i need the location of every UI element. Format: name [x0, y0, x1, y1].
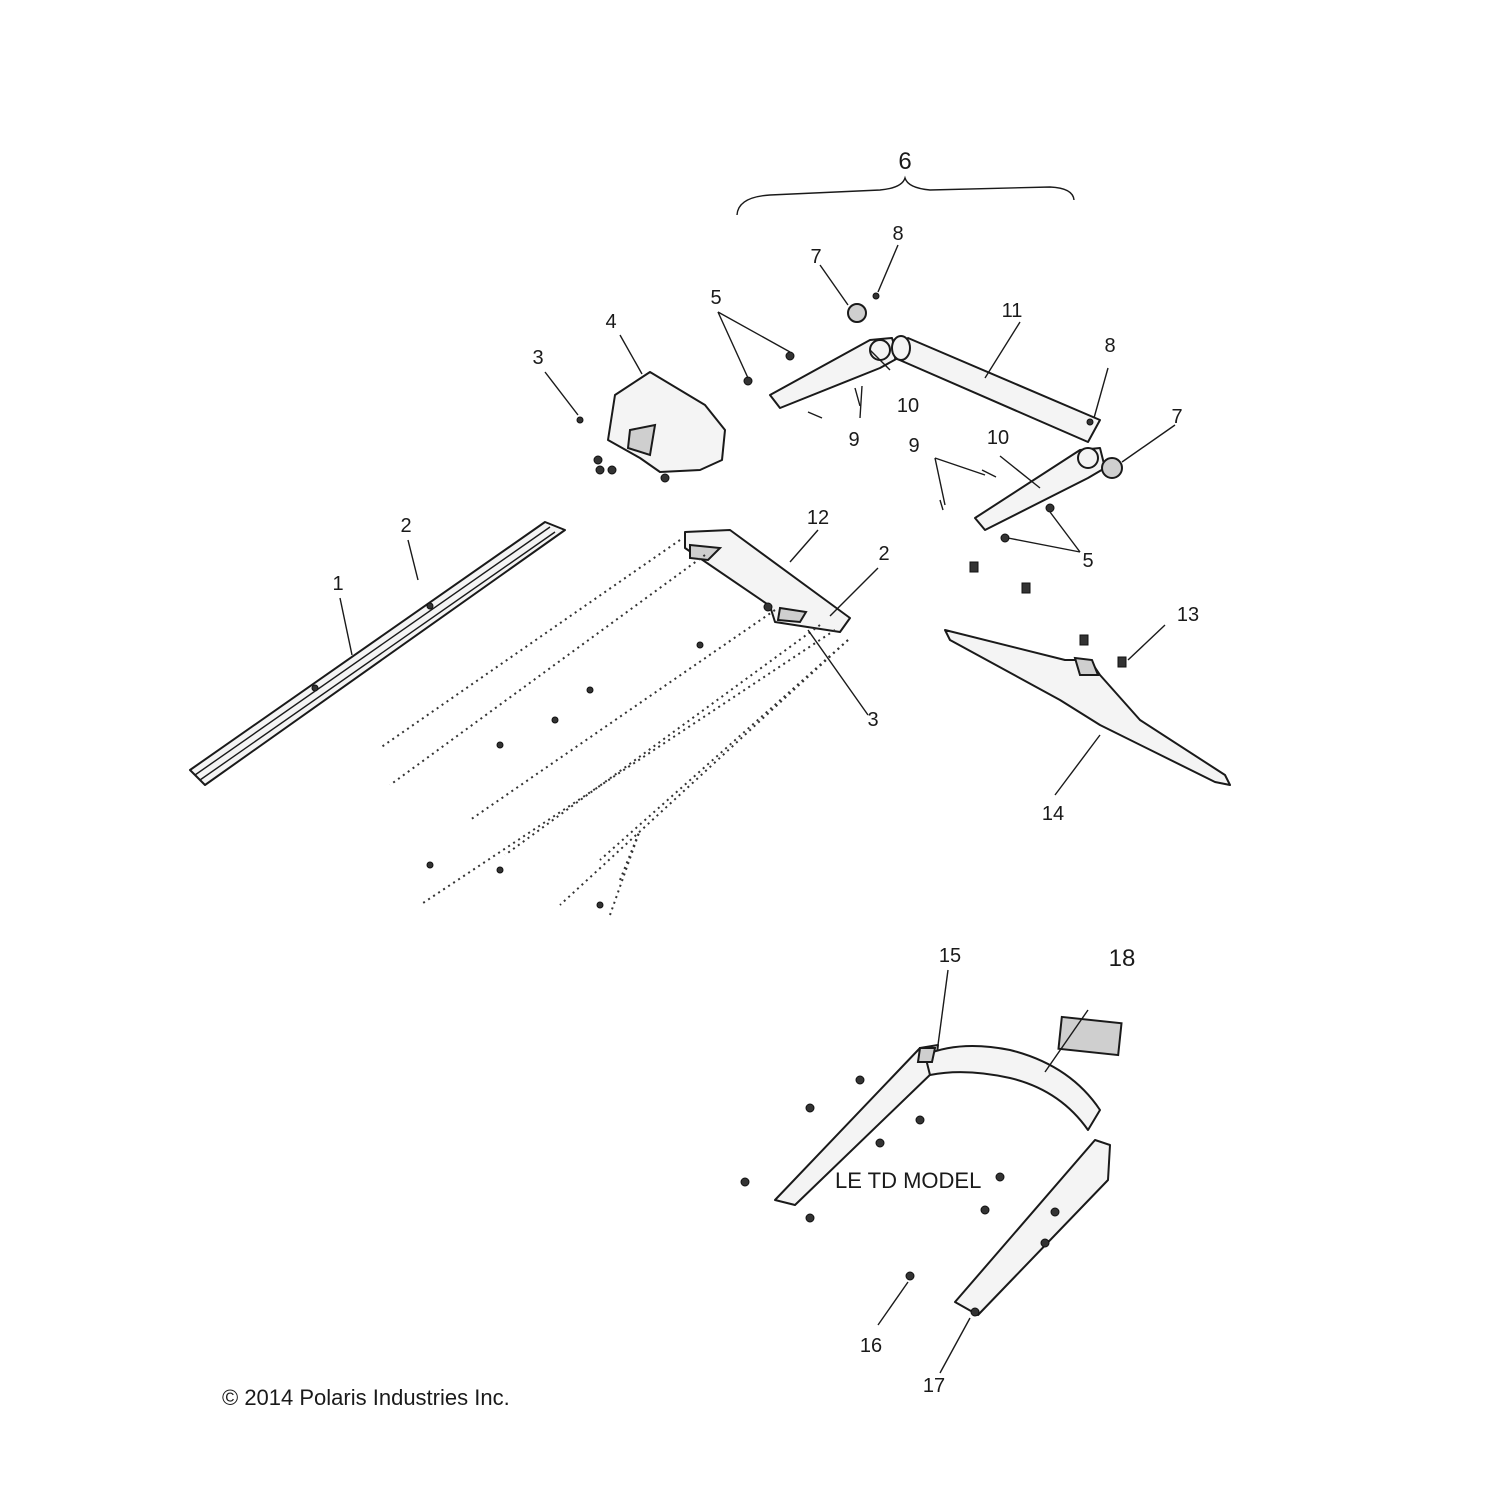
- callout-8: 8: [892, 223, 903, 245]
- callout-14: 14: [1042, 803, 1064, 825]
- callout-numbers: 1 2 2 3 3 4 5 5 6 7 7 8 8 9 9 10 10 11 1…: [332, 148, 1199, 1397]
- callout-2: 2: [400, 515, 411, 537]
- callout-1: 1: [332, 573, 343, 595]
- callout-15: 15: [939, 945, 961, 967]
- bumper-assembly-part-6: [736, 175, 1123, 543]
- callout-18: 18: [1109, 945, 1136, 972]
- callout-4: 4: [605, 311, 616, 333]
- callout-8: 8: [1104, 335, 1115, 357]
- callout-17: 17: [923, 1375, 945, 1397]
- callout-2: 2: [878, 543, 889, 565]
- callout-3: 3: [867, 709, 878, 731]
- callout-5: 5: [1082, 550, 1093, 572]
- tunnel-assembly: [379, 529, 851, 916]
- label-decal-part-18: [1057, 1015, 1123, 1057]
- copyright-notice: © 2014 Polaris Industries Inc.: [222, 1385, 510, 1410]
- rear-bumper-part-15: [740, 1015, 1123, 1317]
- callout-7: 7: [810, 246, 821, 268]
- callout-9: 9: [848, 429, 859, 451]
- callout-leaders: [339, 244, 1176, 1374]
- rail-part-1: [189, 521, 566, 786]
- model-note: LE TD MODEL: [835, 1168, 981, 1193]
- callout-13: 13: [1177, 604, 1199, 626]
- cover-part-4: [576, 371, 726, 483]
- callout-3: 3: [532, 347, 543, 369]
- callout-10: 10: [987, 427, 1009, 449]
- flap-part-14: [944, 561, 1231, 786]
- callout-11: 11: [1002, 300, 1023, 322]
- callout-10: 10: [897, 395, 919, 417]
- callout-16: 16: [860, 1335, 882, 1357]
- callout-9: 9: [908, 435, 919, 457]
- callout-5: 5: [710, 287, 721, 309]
- callout-6: 6: [898, 148, 911, 175]
- callout-7: 7: [1171, 406, 1182, 428]
- callout-12: 12: [807, 507, 829, 529]
